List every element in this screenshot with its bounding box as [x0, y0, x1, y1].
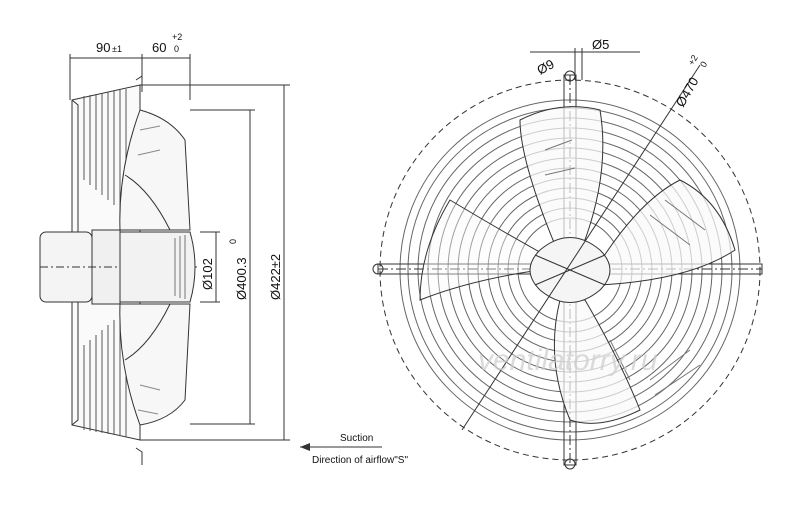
suction-label: Suction — [340, 433, 373, 444]
svg-text:0: 0 — [698, 60, 709, 69]
watermark: ventilatorry.ru — [478, 344, 658, 377]
svg-text:60: 60 — [152, 40, 166, 55]
svg-text:+2: +2 — [686, 53, 700, 67]
dim-front-diameter: Ø470 +2 0 — [673, 53, 710, 109]
dim-hole-diameter: Ø9 — [534, 56, 556, 77]
svg-text:90: 90 — [96, 40, 110, 55]
front-view — [372, 48, 763, 470]
dim-blade-depth: 60 +2 0 — [152, 32, 182, 55]
side-view — [39, 54, 290, 465]
svg-text:0: 0 — [174, 44, 179, 54]
dim-motor-depth: 90 ±1 — [96, 40, 122, 55]
svg-text:Ø470: Ø470 — [673, 74, 702, 109]
svg-text:0: 0 — [228, 239, 238, 244]
svg-text:Ø400.3: Ø400.3 — [234, 257, 249, 300]
dim-hub-diameter: Ø102 — [200, 258, 215, 290]
direction-label: Direction of airflow"S" — [312, 455, 408, 466]
svg-text:+2: +2 — [172, 32, 182, 42]
svg-text:±1: ±1 — [112, 44, 122, 54]
dim-inner-diameter: Ø400.3 0 — [228, 239, 249, 300]
dim-outer-diameter: Ø422±2 — [268, 254, 283, 300]
dim-slot-width: Ø5 — [592, 37, 609, 52]
airflow-arrow-icon — [300, 443, 310, 451]
airflow-direction: Suction Direction of airflow"S" — [300, 433, 408, 466]
